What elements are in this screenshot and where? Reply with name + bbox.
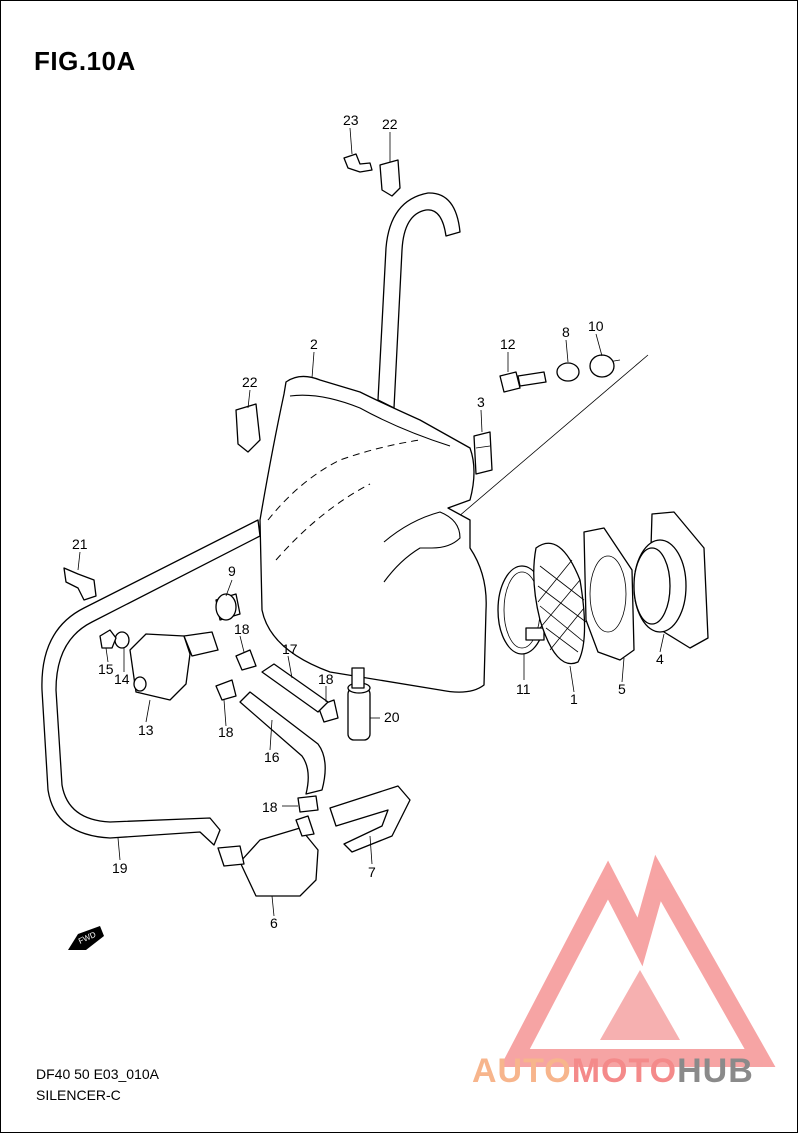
silencer-outlet-opening bbox=[383, 511, 461, 583]
callout-18-b: 18 bbox=[218, 724, 234, 740]
silencer-case-2 bbox=[259, 375, 487, 693]
silencer-hidden-line-b bbox=[275, 483, 371, 561]
screen-1-mesh bbox=[537, 559, 587, 653]
silencer-case-rim bbox=[289, 394, 451, 447]
clamp-band-11-screw bbox=[525, 627, 545, 641]
washer-14 bbox=[114, 631, 130, 649]
callout-8: 8 bbox=[562, 324, 570, 340]
screw-23 bbox=[343, 153, 373, 173]
callout-12: 12 bbox=[500, 336, 516, 352]
callout-18-d: 18 bbox=[262, 799, 278, 815]
callout-18-a: 18 bbox=[234, 621, 250, 637]
filter-6 bbox=[239, 827, 319, 897]
bracket-3 bbox=[473, 431, 493, 475]
callout-2: 2 bbox=[310, 336, 318, 352]
callout-21: 21 bbox=[72, 536, 88, 552]
callout-leaders bbox=[77, 127, 665, 917]
filter-6-inlet bbox=[217, 845, 245, 867]
callout-22-upper: 22 bbox=[382, 116, 398, 132]
callout-9: 9 bbox=[228, 563, 236, 579]
callout-15: 15 bbox=[98, 661, 114, 677]
silencer-inlet-pipe bbox=[377, 192, 461, 409]
clamp-22-left bbox=[235, 403, 261, 453]
leader-line-10 bbox=[423, 354, 649, 547]
figure-code: DF40 50 E03_010A bbox=[36, 1066, 159, 1082]
callout-19: 19 bbox=[112, 860, 128, 876]
callout-17: 17 bbox=[282, 641, 298, 657]
callout-7: 7 bbox=[368, 864, 376, 880]
seal-4-ring-inner bbox=[633, 547, 671, 625]
hose-17 bbox=[261, 663, 329, 713]
silencer-drain-nipple bbox=[351, 667, 365, 689]
callout-numbers: 23 22 2 22 3 12 8 10 21 9 18 17 18 20 11… bbox=[72, 112, 664, 931]
callout-23: 23 bbox=[343, 112, 359, 128]
bracket-7 bbox=[329, 785, 411, 853]
callout-11: 11 bbox=[516, 681, 531, 697]
watermark-part-moto: MOTO bbox=[571, 1052, 678, 1090]
callout-1: 1 bbox=[570, 691, 578, 707]
callout-20: 20 bbox=[384, 709, 400, 725]
callout-5: 5 bbox=[618, 681, 626, 697]
gasket-5 bbox=[583, 527, 635, 661]
callout-10: 10 bbox=[588, 318, 604, 334]
callout-6: 6 bbox=[270, 915, 278, 931]
bolt-12-head bbox=[499, 371, 521, 393]
bolt-12-shank bbox=[517, 371, 547, 387]
hose-19 bbox=[41, 519, 261, 846]
callout-16: 16 bbox=[264, 749, 280, 765]
fwd-arrow-icon: FWD bbox=[68, 926, 104, 950]
callout-3: 3 bbox=[477, 394, 485, 410]
solenoid-valve-13-nipple bbox=[133, 676, 147, 692]
callout-4: 4 bbox=[656, 651, 664, 667]
watermark-part-auto: AUTO bbox=[472, 1052, 572, 1090]
watermark-logo bbox=[500, 854, 776, 1067]
grommet-9-face bbox=[215, 593, 237, 621]
nut-15 bbox=[99, 629, 117, 649]
callout-22-left: 22 bbox=[242, 374, 258, 390]
callout-14: 14 bbox=[114, 671, 130, 687]
watermark-text: AUTOMOTOHUB bbox=[472, 1052, 754, 1091]
hose-clip-18-d bbox=[297, 795, 319, 813]
bracket-3-slot bbox=[475, 445, 491, 449]
hose-16 bbox=[239, 691, 326, 795]
filter-6-outlet bbox=[295, 815, 315, 837]
gasket-5-hole bbox=[589, 555, 627, 633]
hose-clip-18-a bbox=[235, 649, 257, 671]
silencer-hidden-line-a bbox=[267, 439, 421, 521]
pipe-20 bbox=[347, 687, 371, 741]
clip-21 bbox=[63, 567, 97, 601]
washer-8 bbox=[556, 362, 580, 382]
figure-title: FIG.10A bbox=[34, 46, 136, 76]
watermark-part-hub: HUB bbox=[677, 1052, 754, 1090]
callout-13: 13 bbox=[138, 722, 154, 738]
screen-1 bbox=[533, 542, 586, 665]
callout-18-c: 18 bbox=[318, 671, 334, 687]
figure-name: SILENCER-C bbox=[36, 1087, 121, 1103]
solenoid-valve-13-port bbox=[183, 631, 219, 657]
grommet-10 bbox=[589, 354, 615, 378]
hose-clip-18-b bbox=[215, 679, 237, 701]
clamp-22-upper bbox=[379, 159, 401, 197]
